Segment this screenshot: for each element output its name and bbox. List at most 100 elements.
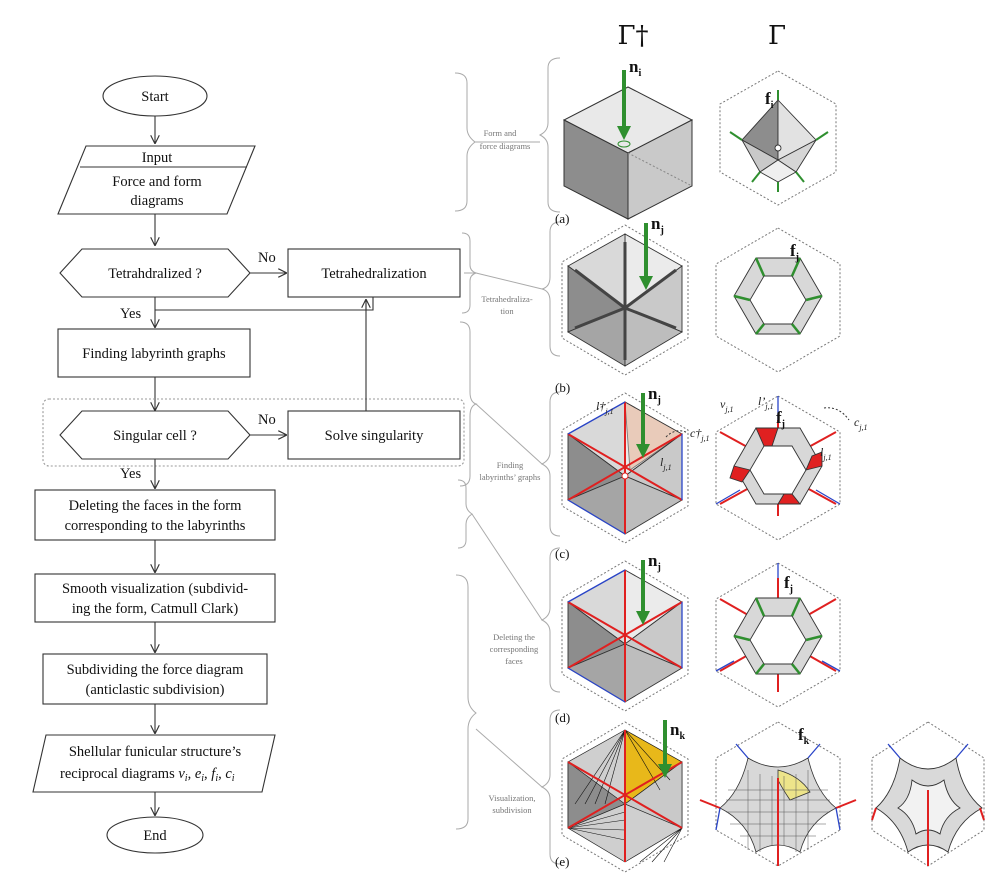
n-j-label-c: nj	[648, 384, 661, 406]
step-labels: Form and force diagrams Tetrahedraliza- …	[480, 128, 541, 815]
row-c: nj l†j,1 c†j,1 lj,1	[555, 384, 868, 561]
form-fan-e	[567, 729, 683, 863]
start-label: Start	[141, 89, 168, 105]
process-tetrahedralization	[287, 248, 461, 298]
solve-singularity-label: Solve singularity	[325, 428, 424, 444]
green-arrow-d	[636, 560, 650, 625]
shell-c: c	[225, 766, 232, 782]
shell-c-sub: i	[232, 773, 235, 784]
decision-singular-cell	[59, 410, 251, 460]
tag-a: (a)	[555, 211, 569, 226]
tag-b: (b)	[555, 380, 570, 395]
force-ring-d	[715, 563, 841, 692]
input-title: Input	[142, 150, 173, 166]
input-parallelogram	[57, 145, 256, 215]
row-e: nk fk	[555, 720, 985, 873]
shell-f: f	[211, 766, 217, 782]
n-i-label: ni	[629, 57, 641, 79]
decision1-no: No	[258, 250, 276, 266]
f-i-label: fi	[765, 89, 774, 111]
f-j-label-d: fj	[784, 573, 793, 595]
hexagon-frame-d	[561, 560, 689, 712]
l-prime-label: l’j,1	[758, 394, 774, 411]
form-tetra-d	[567, 569, 683, 703]
l-plain-label: lj,1	[660, 455, 672, 472]
hexagon-frame-a	[719, 70, 837, 206]
row-d: nj	[555, 551, 841, 725]
process-deleting-faces	[34, 489, 276, 541]
f-j-label-b: fj	[790, 241, 799, 263]
force-smooth-e	[699, 743, 857, 866]
step-c-label-1: Finding	[497, 460, 524, 470]
hexagon-frame-b	[561, 224, 689, 376]
smooth-line-2: ing the form, Catmull Clark)	[72, 601, 238, 617]
force-ring-c	[715, 396, 841, 516]
step-b-label-1: Tetrahedraliza-	[481, 294, 532, 304]
tag-d: (d)	[555, 710, 570, 725]
input-body-1: Force and form	[112, 174, 202, 190]
shell-e: e	[195, 766, 202, 782]
step-a-label-1: Form and	[484, 128, 518, 138]
deleting-line-2: corresponding to the labyrinths	[65, 518, 246, 534]
process-smooth-visualization	[34, 573, 276, 623]
shell-e-sub: i	[201, 773, 204, 784]
header-gamma: Γ	[768, 21, 786, 51]
header-gamma-dagger: Γ†	[617, 21, 648, 51]
flowchart-text: Start Input Force and form diagrams Tetr…	[60, 89, 427, 844]
shell-prefix: reciprocal diagrams	[60, 766, 178, 782]
input-body-2: diagrams	[130, 193, 184, 209]
force-polytope-a	[729, 90, 829, 192]
green-arrow-a	[617, 70, 631, 148]
braces	[454, 57, 561, 865]
form-tetra-c	[567, 401, 683, 535]
green-arrow-b	[639, 223, 653, 290]
shellular-result-e	[871, 743, 985, 866]
green-arrow-c	[636, 393, 650, 458]
step-e-label-2: subdivision	[492, 805, 532, 815]
force-ring-b	[733, 257, 823, 335]
form-cube-a	[562, 86, 694, 220]
step-c-label-2: labyrinths’ graphs	[480, 472, 541, 482]
decision2-yes: Yes	[120, 466, 141, 482]
form-tetra-b	[567, 233, 683, 367]
c-dagger-label: c†j,1	[690, 426, 710, 443]
f-j-label-c: fj	[776, 408, 785, 430]
n-k-label: nk	[670, 720, 685, 742]
decision2-label: Singular cell ?	[113, 428, 197, 444]
shell-line-2: reciprocal diagrams vi, ei, fi, ci	[60, 766, 235, 784]
n-j-label-d: nj	[648, 551, 661, 573]
row-b: nj fj (b)	[555, 214, 841, 395]
shell-v-sub: i	[185, 773, 188, 784]
v-label: vj,1	[720, 397, 734, 414]
deleting-line-1: Deleting the faces in the form	[69, 498, 242, 514]
flowchart	[32, 75, 465, 854]
decision1-yes: Yes	[120, 306, 141, 322]
step-e-label-1: Visualization,	[489, 793, 536, 803]
decision2-no: No	[258, 412, 276, 428]
step-d-label-1: Deleting the	[493, 632, 535, 642]
subdiv-line-1: Subdividing the force diagram	[67, 662, 244, 678]
l-right-label: lj,1	[820, 445, 832, 462]
row-a: ni fi (a)	[555, 57, 837, 226]
hexagon-frame-c	[561, 392, 689, 544]
tag-c: (c)	[555, 546, 569, 561]
finding-label: Finding labyrinth graphs	[82, 346, 226, 362]
n-j-label-b: nj	[651, 214, 664, 236]
shell-line-1: Shellular funicular structure’s	[69, 744, 242, 760]
decision-tetrahedralized	[59, 248, 251, 298]
c-label: cj,1	[854, 415, 868, 432]
output-parallelogram	[32, 734, 276, 793]
green-arrow-e	[658, 720, 672, 778]
tag-e: (e)	[555, 854, 569, 869]
smooth-line-1: Smooth visualization (subdivid-	[62, 581, 248, 597]
f-k-label: fk	[798, 725, 810, 747]
step-b-label-2: tion	[500, 306, 514, 316]
process-finding-labyrinth	[57, 328, 251, 378]
end-terminator	[106, 816, 204, 854]
singularity-loop-group	[42, 398, 465, 467]
process-solve-singularity	[287, 410, 461, 460]
step-a-label-2: force diagrams	[480, 141, 531, 151]
end-label: End	[143, 828, 167, 844]
step-d-label-2: corresponding	[490, 644, 539, 654]
